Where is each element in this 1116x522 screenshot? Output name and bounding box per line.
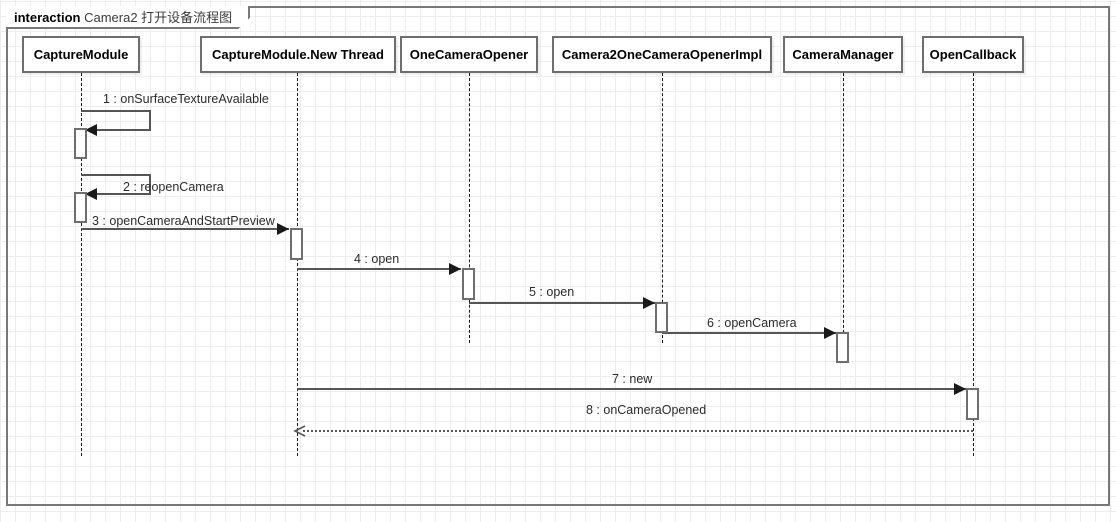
lifeline-head-open-callback[interactable]: OpenCallback [922,36,1024,73]
message-7-label: 7 : new [612,372,653,386]
frame-title-tab: interaction Camera2 打开设备流程图 [6,6,250,29]
lifeline-stem-camera-manager [843,73,844,343]
message-4-arrowhead [449,263,461,275]
message-6-line [662,332,836,334]
message-8-arrowhead [293,425,306,437]
message-5-arrowhead [643,297,655,309]
message-4-line [297,268,461,270]
message-1-arrowhead [85,124,97,136]
lifeline-label-capture-module-thread: CaptureModule.New Thread [212,47,384,62]
message-2-label: 2 : reopenCamera [123,180,224,194]
activation-capture-module-1 [74,128,87,159]
message-1-segment-bottom [93,129,151,131]
message-3-arrowhead [277,223,289,235]
message-6-label: 6 : openCamera [707,316,797,330]
lifeline-stem-capture-module-thread [297,73,298,456]
lifeline-stem-capture-module [81,73,82,456]
frame-keyword: interaction [14,10,81,25]
lifeline-label-camera-manager: CameraManager [792,47,894,62]
lifeline-label-one-camera-opener: OneCameraOpener [409,47,529,62]
lifeline-label-capture-module: CaptureModule [33,47,129,62]
frame-title-text: Camera2 打开设备流程图 [84,10,233,25]
message-1-segment-top [81,110,151,112]
message-1-segment-right [149,110,151,130]
lifeline-stem-one-camera-opener [469,73,470,343]
activation-camera-manager-1 [836,332,849,363]
lifeline-label-open-callback: OpenCallback [929,47,1017,62]
message-2-arrowhead [85,188,97,200]
lifeline-head-capture-module-thread[interactable]: CaptureModule.New Thread [200,36,396,73]
message-8-line [303,430,973,432]
activation-open-callback-1 [966,388,979,420]
message-8-label: 8 : onCameraOpened [586,403,707,417]
activation-one-camera-opener-1 [462,268,475,300]
activation-capture-module-2 [74,192,87,223]
message-7-arrowhead [954,383,966,395]
message-4-label: 4 : open [354,252,400,266]
message-6-arrowhead [824,327,836,339]
message-5-line [469,302,655,304]
message-2-segment-bottom [93,193,151,195]
activation-camera2-impl-1 [655,302,668,333]
message-1-label: 1 : onSurfaceTextureAvailable [103,92,269,106]
message-7-line [297,388,966,390]
lifeline-label-camera2-impl: Camera2OneCameraOpenerImpl [561,47,763,62]
activation-capture-module-thread-1 [290,228,303,260]
message-2-segment-right [149,174,151,194]
message-2-segment-top [81,174,151,176]
lifeline-head-camera-manager[interactable]: CameraManager [783,36,903,73]
message-3-line [81,228,289,230]
lifeline-stem-open-callback [973,73,974,456]
lifeline-head-capture-module[interactable]: CaptureModule [22,36,140,73]
interaction-frame [6,6,1110,506]
lifeline-head-camera2-impl[interactable]: Camera2OneCameraOpenerImpl [552,36,772,73]
lifeline-stem-camera2-impl [662,73,663,343]
message-5-label: 5 : open [529,285,575,299]
message-3-label: 3 : openCameraAndStartPreview [92,214,275,228]
lifeline-head-one-camera-opener[interactable]: OneCameraOpener [400,36,538,73]
